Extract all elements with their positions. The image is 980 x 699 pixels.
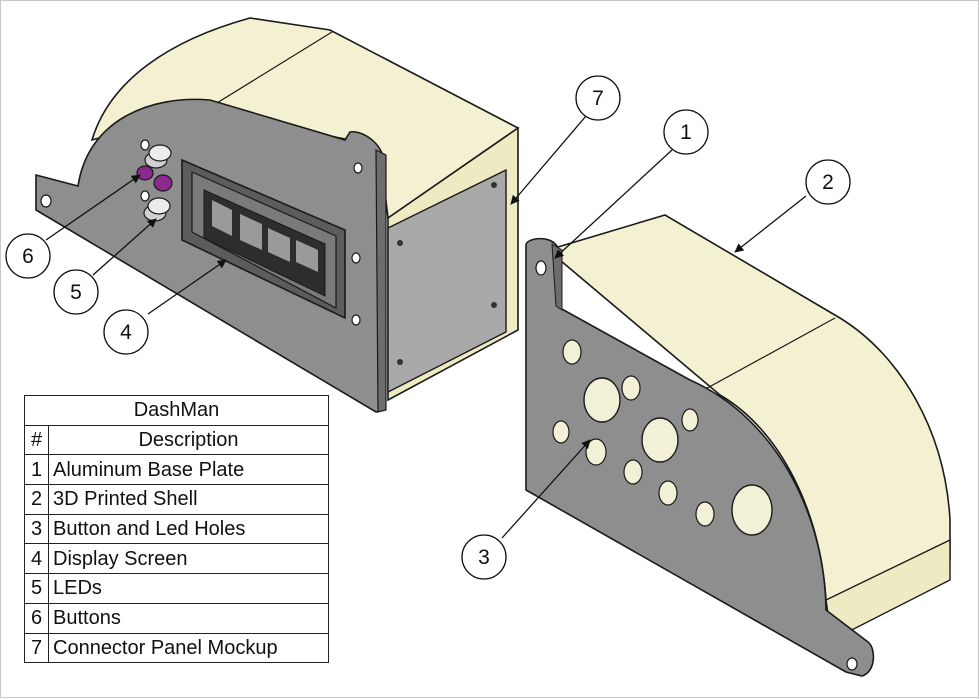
callout-5: 5 — [53, 269, 99, 315]
buttons — [136, 165, 173, 192]
table-title-row: DashMan — [24, 395, 329, 426]
connector-panel-mockup — [387, 168, 507, 394]
callout-number: 7 — [592, 87, 604, 110]
row-number: 5 — [24, 573, 49, 604]
callout-number: 5 — [70, 281, 82, 304]
rear-assembly — [525, 214, 951, 677]
table-title: DashMan — [24, 395, 329, 426]
leader-lines — [45, 115, 807, 539]
row-description: Display Screen — [48, 543, 329, 575]
callout-2: 2 — [805, 159, 851, 205]
callout-number: 2 — [822, 171, 834, 194]
table-row: 5 LEDs — [24, 573, 329, 604]
row-description: LEDs — [48, 573, 329, 604]
row-description: Aluminum Base Plate — [48, 454, 329, 486]
rear-base-plate — [525, 237, 875, 677]
row-number: 6 — [24, 602, 49, 634]
table-row: 4 Display Screen — [24, 543, 329, 575]
header-description: Description — [48, 424, 329, 456]
callout-1: 1 — [663, 109, 709, 155]
callout-number: 3 — [478, 546, 490, 569]
callout-4: 4 — [103, 309, 149, 355]
callout-7: 7 — [575, 75, 621, 121]
callout-circle — [103, 309, 149, 355]
row-description: Buttons — [48, 602, 329, 634]
row-number: 1 — [24, 454, 49, 486]
header-number: # — [24, 424, 49, 456]
row-description: Connector Panel Mockup — [48, 632, 329, 664]
callout-circle — [575, 75, 621, 121]
callout-number: 1 — [680, 121, 692, 144]
callout-3: 3 — [461, 534, 507, 580]
row-number: 3 — [24, 513, 49, 545]
callout-circle — [805, 159, 851, 205]
table-row: 1 Aluminum Base Plate — [24, 454, 329, 486]
callout-circle — [663, 109, 709, 155]
row-number: 7 — [24, 632, 49, 664]
leds — [143, 144, 172, 222]
table-row: 3 Button and Led Holes — [24, 513, 329, 545]
table-row: 7 Connector Panel Mockup — [24, 632, 329, 664]
display-screen — [181, 158, 346, 320]
table-row: 6 Buttons — [24, 602, 329, 634]
table-row: 2 3D Printed Shell — [24, 484, 329, 515]
callout-circle — [5, 233, 51, 279]
row-description: 3D Printed Shell — [48, 484, 329, 515]
callout-circle — [461, 534, 507, 580]
parts-table: DashMan # Description 1 Aluminum Base Pl… — [24, 395, 329, 664]
callout-6: 6 — [5, 233, 51, 279]
table-header-row: # Description — [24, 424, 329, 456]
button-and-led-holes — [552, 339, 773, 536]
front-assembly — [35, 17, 520, 413]
row-description: Button and Led Holes — [48, 513, 329, 545]
callout-circle — [53, 269, 99, 315]
row-number: 4 — [24, 543, 49, 575]
row-number: 2 — [24, 484, 49, 515]
callout-number: 6 — [22, 245, 34, 268]
callout-number: 4 — [120, 321, 132, 344]
